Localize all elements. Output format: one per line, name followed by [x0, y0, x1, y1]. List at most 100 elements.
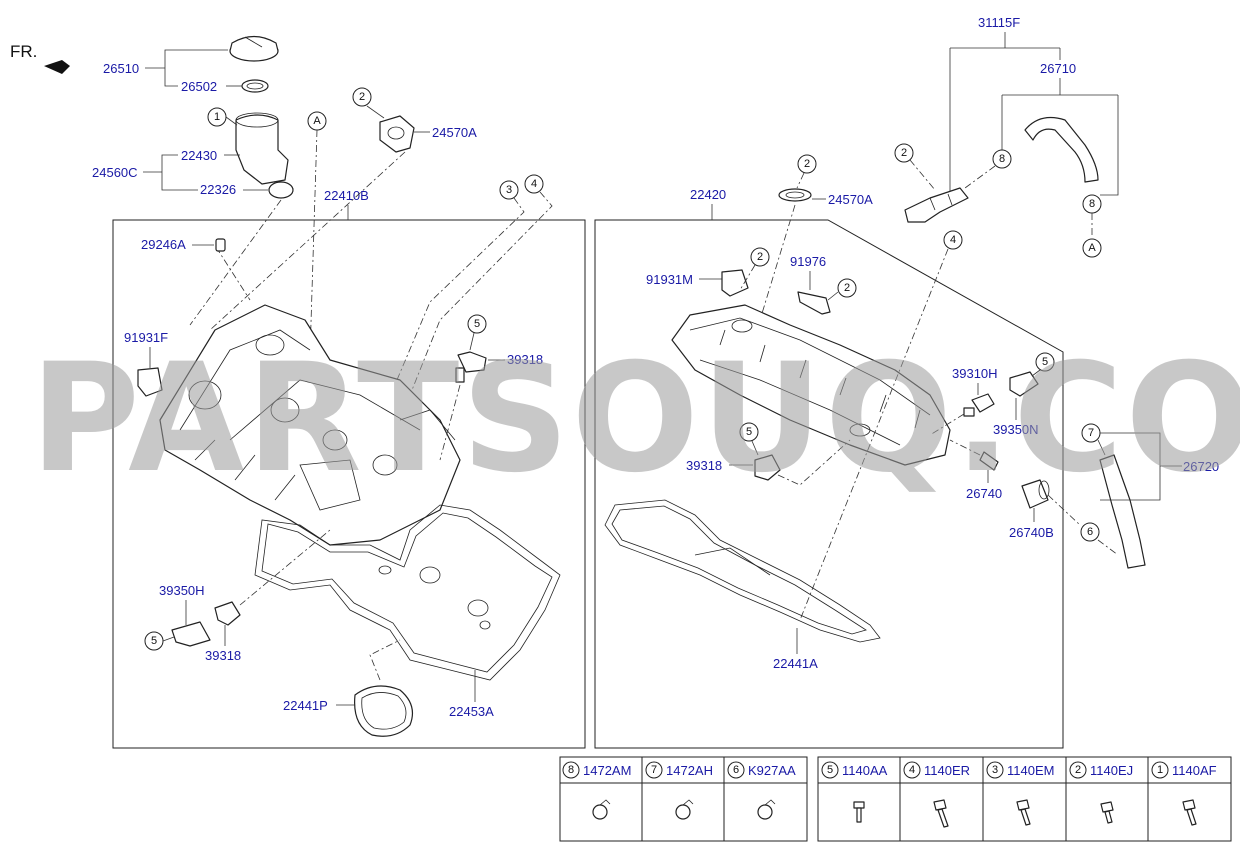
svg-text:5: 5: [151, 635, 157, 647]
pcv-valve-31115F: [904, 187, 969, 223]
svg-text:4: 4: [531, 178, 537, 190]
callout-8-top[interactable]: [992, 149, 1012, 169]
label-26510[interactable]: 26510: [103, 61, 139, 76]
clamp-icon: [592, 799, 611, 820]
label-91931F[interactable]: 91931F: [124, 330, 168, 345]
svg-text:2: 2: [804, 158, 810, 170]
callout-5-right-bottom[interactable]: [739, 422, 759, 442]
svg-text:8: 8: [999, 153, 1005, 165]
svg-text:5: 5: [1042, 356, 1048, 368]
bracket-91931M: [721, 269, 749, 297]
callout-4-left[interactable]: [524, 174, 544, 194]
svg-text:1: 1: [1157, 764, 1163, 776]
bracket-91976: [797, 291, 831, 315]
label-24570A-left[interactable]: 24570A: [432, 125, 477, 140]
label-22453A[interactable]: 22453A: [449, 704, 494, 719]
svg-text:2: 2: [757, 251, 763, 263]
svg-text:K927AA: K927AA: [748, 763, 796, 778]
svg-text:1: 1: [214, 111, 220, 123]
callout-2-91976[interactable]: [837, 278, 857, 298]
svg-text:6: 6: [733, 764, 739, 776]
svg-text:1140EJ: 1140EJ: [1090, 763, 1133, 778]
right-group-frame: [594, 219, 1064, 749]
fastener-8-1472AM[interactable]: 8 1472AM: [562, 761, 631, 779]
sensor-39318-left: [455, 351, 487, 383]
callout-5-left-top[interactable]: [467, 314, 487, 334]
label-39310H[interactable]: 39310H: [952, 366, 998, 381]
seal-ring-right: [778, 188, 812, 202]
callout-A-right[interactable]: [1082, 238, 1102, 258]
fastener-1-1140AF[interactable]: 1 1140AF: [1151, 761, 1217, 779]
fitting-26740: [979, 451, 999, 471]
sensor-39310H: [963, 393, 995, 417]
sensor-bracket-left: [171, 601, 241, 647]
svg-text:1140ER: 1140ER: [924, 763, 970, 778]
label-24570A-right[interactable]: 24570A: [828, 192, 873, 207]
fastener-4-1140ER[interactable]: 4 1140ER: [903, 761, 970, 779]
svg-text:8: 8: [568, 764, 574, 776]
callout-2-91931M[interactable]: [750, 247, 770, 267]
callout-3[interactable]: [499, 180, 519, 200]
head-cover-gasket-right: [604, 499, 881, 643]
left-group-frame: [112, 219, 586, 749]
filler-neck: [235, 112, 294, 199]
label-26740[interactable]: 26740: [966, 486, 1002, 501]
svg-text:2: 2: [901, 147, 907, 159]
label-22430[interactable]: 22430: [181, 148, 217, 163]
label-26710[interactable]: 26710: [1040, 61, 1076, 76]
fastener-5-1140AA[interactable]: 5 1140AA: [821, 761, 888, 779]
svg-text:7: 7: [651, 764, 657, 776]
bolt-icon: [853, 801, 865, 823]
callout-2-seal-right[interactable]: [797, 154, 817, 174]
callout-2-pcv[interactable]: [894, 143, 914, 163]
fastener-table-group-2: 5 1140AA 4 1140ER 3 1140EM 2 1140EJ 1 11…: [817, 756, 1232, 842]
filler-o-ring: [268, 181, 294, 199]
fastener-3-1140EM[interactable]: 3 1140EM: [986, 761, 1054, 779]
seal-plate-left: [379, 115, 415, 153]
callout-2-seal-left[interactable]: [352, 87, 372, 107]
svg-text:A: A: [1088, 242, 1096, 254]
svg-text:5: 5: [746, 426, 752, 438]
label-91976[interactable]: 91976: [790, 254, 826, 269]
label-26740B[interactable]: 26740B: [1009, 525, 1054, 540]
label-39318-left-top[interactable]: 39318: [507, 352, 543, 367]
bolt-icon: [1016, 799, 1031, 826]
fastener-2-1140EJ[interactable]: 2 1140EJ: [1069, 761, 1133, 779]
fastener-7-1472AH[interactable]: 7 1472AH: [645, 761, 713, 779]
label-39318-left-bottom[interactable]: 39318: [205, 648, 241, 663]
label-22441A[interactable]: 22441A: [773, 656, 818, 671]
callout-5-right-top[interactable]: [1035, 352, 1055, 372]
svg-text:3: 3: [992, 764, 998, 776]
label-39350N[interactable]: 39350N: [993, 422, 1039, 437]
svg-text:1140AA: 1140AA: [842, 763, 888, 778]
label-26720[interactable]: 26720: [1183, 459, 1219, 474]
label-39318-right[interactable]: 39318: [686, 458, 722, 473]
svg-text:6: 6: [1087, 526, 1093, 538]
svg-text:5: 5: [827, 764, 833, 776]
label-22326[interactable]: 22326: [200, 182, 236, 197]
label-24560C[interactable]: 24560C: [92, 165, 138, 180]
label-22441P[interactable]: 22441P: [283, 698, 328, 713]
svg-text:8: 8: [1089, 198, 1095, 210]
label-22410B[interactable]: 22410B: [324, 188, 369, 203]
label-22420[interactable]: 22420: [690, 187, 726, 202]
front-arrow-icon: [44, 60, 70, 74]
cylinder-head-cover-left: [159, 304, 461, 546]
sensor-39318-right: [754, 454, 781, 481]
svg-text:1472AM: 1472AM: [583, 763, 631, 778]
label-29246A[interactable]: 29246A: [141, 237, 186, 252]
svg-text:A: A: [313, 115, 321, 127]
callout-6[interactable]: [1080, 522, 1100, 542]
svg-text:2: 2: [1075, 764, 1081, 776]
svg-text:5: 5: [474, 318, 480, 330]
label-39350H-left[interactable]: 39350H: [159, 583, 205, 598]
svg-text:1140EM: 1140EM: [1007, 763, 1054, 778]
label-91931M[interactable]: 91931M: [646, 272, 693, 287]
label-26502[interactable]: 26502: [181, 79, 217, 94]
callout-4-right[interactable]: [943, 230, 963, 250]
bracket-91931F: [137, 367, 163, 397]
bracket-39350N: [1009, 371, 1039, 397]
fastener-6-K927AA[interactable]: 6 K927AA: [727, 761, 796, 779]
clamp-icon: [757, 799, 776, 820]
label-31115F[interactable]: 31115F: [978, 15, 1020, 30]
